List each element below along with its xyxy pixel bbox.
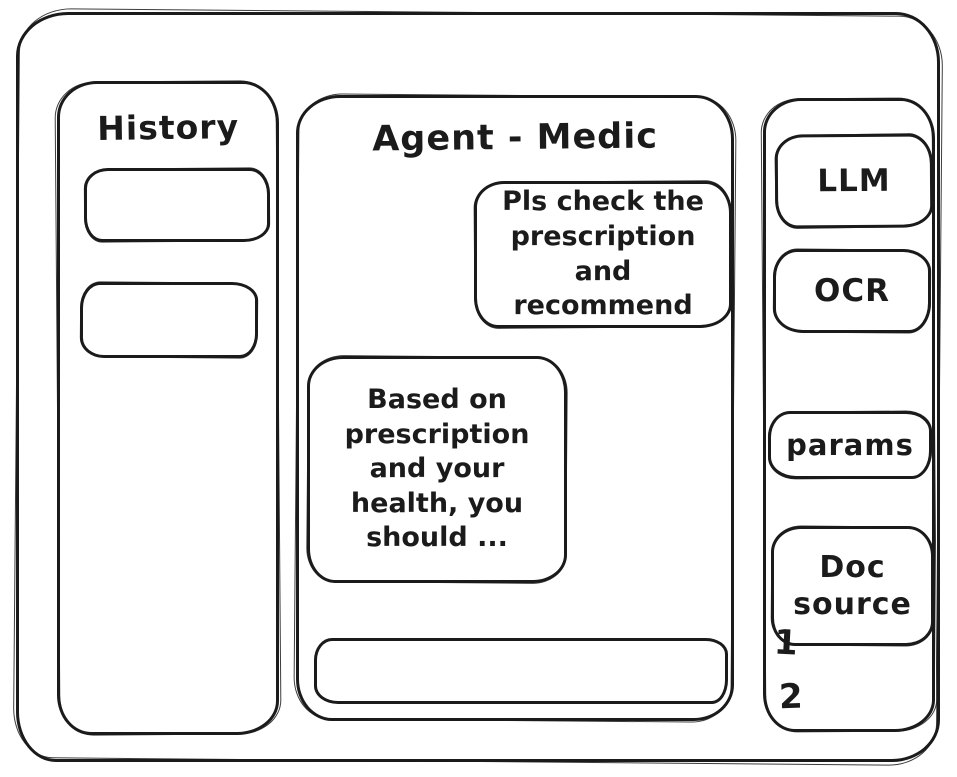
app-window-frame: History Agent - Medic Pls check the pres… <box>16 12 940 762</box>
doc-source-item-1[interactable]: 1 <box>772 622 799 664</box>
history-panel-title: History <box>96 107 240 148</box>
user-message-text: Pls check the prescription and recommend <box>502 186 704 322</box>
message-input[interactable] <box>314 638 728 704</box>
doc-source-button[interactable]: Doc source <box>771 526 934 646</box>
history-item[interactable] <box>84 168 270 242</box>
llm-button[interactable]: LLM <box>774 133 934 229</box>
user-message-bubble: Pls check the prescription and recommend <box>474 181 732 328</box>
ocr-button[interactable]: OCR <box>773 249 931 333</box>
history-panel: History <box>57 81 279 735</box>
tools-panel: LLM OCR params Doc source 1 2 <box>763 98 935 732</box>
chat-panel: Agent - Medic Pls check the prescription… <box>296 95 734 721</box>
doc-source-item-2[interactable]: 2 <box>778 676 804 718</box>
assistant-message-text: Based on prescription and your health, y… <box>344 384 530 554</box>
assistant-message-bubble: Based on prescription and your health, y… <box>307 356 567 583</box>
history-item[interactable] <box>80 282 258 358</box>
chat-panel-title: Agent - Medic <box>371 116 659 160</box>
params-button[interactable]: params <box>768 411 932 479</box>
